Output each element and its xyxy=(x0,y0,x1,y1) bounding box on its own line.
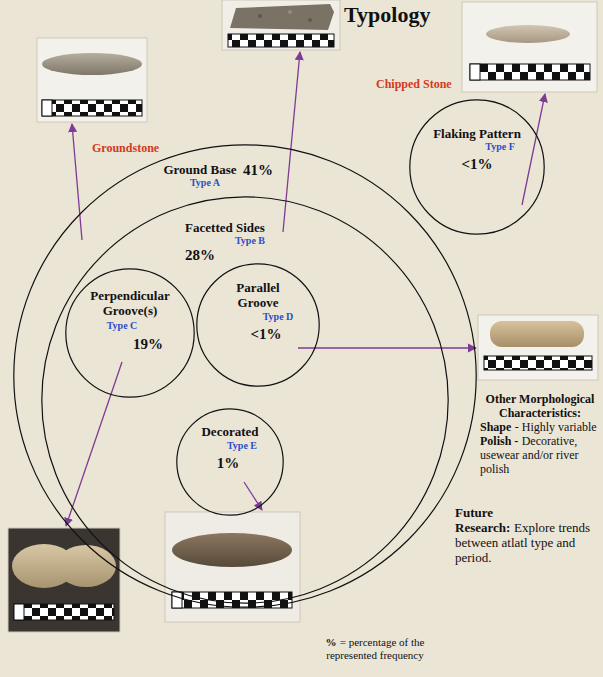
type-circle: Ground BaseType A 41% Facetted SidesType B… xyxy=(13,144,477,608)
atlatl-photo xyxy=(222,0,340,50)
type-circle: Facetted SidesType B 28% Perpendicular Gro… xyxy=(41,196,449,604)
legend-note: %= percentage of the represented frequen… xyxy=(310,636,440,662)
text-line: %= percentage of the represented frequen… xyxy=(310,636,440,662)
notes: Other Morphological Characteristics:Shap… xyxy=(480,392,600,476)
leader-arrow xyxy=(72,124,82,240)
type-name: Decorated xyxy=(201,424,258,439)
atlatl-photo xyxy=(462,2,597,92)
text-line: Future Research:Explore trends between a… xyxy=(455,505,595,565)
text-line: Shape - Highly variable xyxy=(480,420,600,434)
leader-arrow xyxy=(283,52,300,232)
percentage: 41% xyxy=(243,162,273,179)
type-code: Type F xyxy=(485,141,515,153)
type-name: Facetted Sides xyxy=(185,220,265,235)
circle-outline xyxy=(65,268,195,398)
type-name: Ground Base xyxy=(163,162,236,177)
symbol: % xyxy=(326,636,337,648)
circle-outline xyxy=(42,197,448,603)
leader-arrow xyxy=(298,347,476,348)
percentage: 19% xyxy=(133,336,163,353)
type-name: Flaking Pattern xyxy=(433,126,521,141)
note-key: Polish - xyxy=(480,434,518,448)
note-text: - Highly variable xyxy=(515,420,597,434)
type-name: Perpendicular Groove(s) xyxy=(80,288,180,318)
circle-outline xyxy=(41,196,449,604)
percentage: <1% xyxy=(461,156,492,173)
category-label: Groundstone xyxy=(92,141,159,155)
note-key: Shape xyxy=(480,420,511,434)
type-circle: Perpendicular Groove(s) Type C 19% xyxy=(65,268,195,398)
category-label: Groundstone xyxy=(92,138,159,156)
type-circle: Parallel GrooveType D <1% xyxy=(196,263,320,387)
type-circle: DecoratedType E 1% xyxy=(176,408,284,516)
type-code: Type C xyxy=(107,320,138,332)
type-code: Type B xyxy=(235,235,265,247)
diagram-title: Typology xyxy=(344,2,430,28)
category-label: Chipped Stone xyxy=(376,77,452,91)
leader-arrows xyxy=(66,52,545,526)
type-code: Type A xyxy=(190,177,220,189)
notes-heading: Future Research: xyxy=(455,505,510,535)
atlatl-photo xyxy=(37,38,147,122)
atlatl-photo xyxy=(165,512,300,622)
atlatl-photo xyxy=(478,315,598,380)
type-name: Parallel Groove xyxy=(218,280,298,310)
text-line: Groundstone xyxy=(92,138,159,156)
notes-heading: Other Morphological Characteristics: xyxy=(486,392,595,420)
circle-outline xyxy=(14,145,476,607)
type-circle: Flaking PatternType F <1% xyxy=(409,99,545,235)
text-line: Other Morphological Characteristics: xyxy=(480,392,600,420)
percentage: 28% xyxy=(185,247,215,264)
circle-outline xyxy=(410,100,544,234)
type-code: Type D xyxy=(263,311,294,323)
atlatl-photo xyxy=(8,528,120,632)
circle-outline xyxy=(177,409,283,515)
text-line: Chipped Stone xyxy=(376,74,452,92)
percentage: <1% xyxy=(250,326,281,343)
text-line: Polish -Decorative, usewear and/or river… xyxy=(480,434,600,476)
notes: Future Research:Explore trends between a… xyxy=(455,505,595,565)
percentage: 1% xyxy=(217,455,240,472)
type-code: Type E xyxy=(227,440,257,452)
category-label: Chipped Stone xyxy=(376,74,452,92)
note-text: = percentage of the represented frequenc… xyxy=(326,636,424,661)
circle-outline xyxy=(66,269,194,397)
circle-outline xyxy=(197,264,319,386)
